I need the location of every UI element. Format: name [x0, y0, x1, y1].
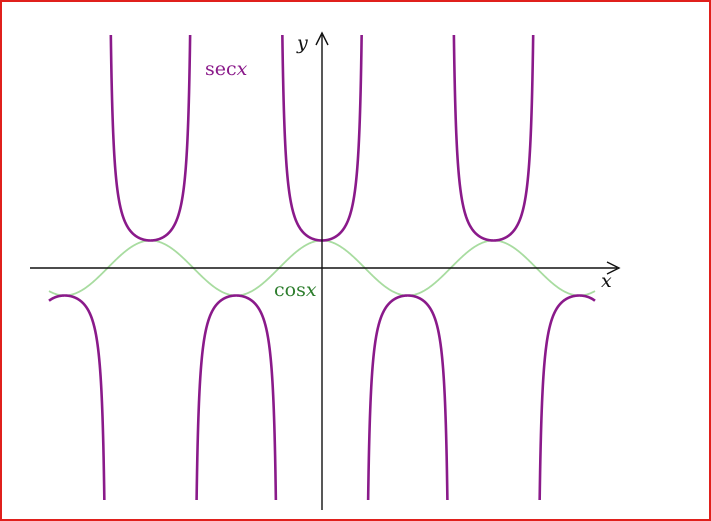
y-axis-arrow: [315, 31, 329, 46]
sec-branch-6: [538, 294, 596, 500]
sec-label-var: x: [237, 58, 248, 80]
sec-branch-4: [366, 294, 449, 500]
cos-series-label: cosx: [274, 279, 317, 301]
axes: [30, 31, 621, 510]
sec-series-label: secx: [205, 58, 248, 80]
sec-branch-1: [109, 35, 192, 242]
cos-label-name: cos: [274, 279, 306, 301]
x-axis-arrow: [606, 261, 621, 275]
cos-label-var: x: [306, 279, 317, 301]
sec-branch-5: [452, 35, 535, 242]
x-axis-label: x: [601, 270, 612, 292]
sec-label-name: sec: [205, 58, 237, 80]
y-axis-label: y: [296, 32, 308, 54]
sec-branch-2: [195, 294, 278, 500]
sec-branch-0: [47, 294, 106, 500]
